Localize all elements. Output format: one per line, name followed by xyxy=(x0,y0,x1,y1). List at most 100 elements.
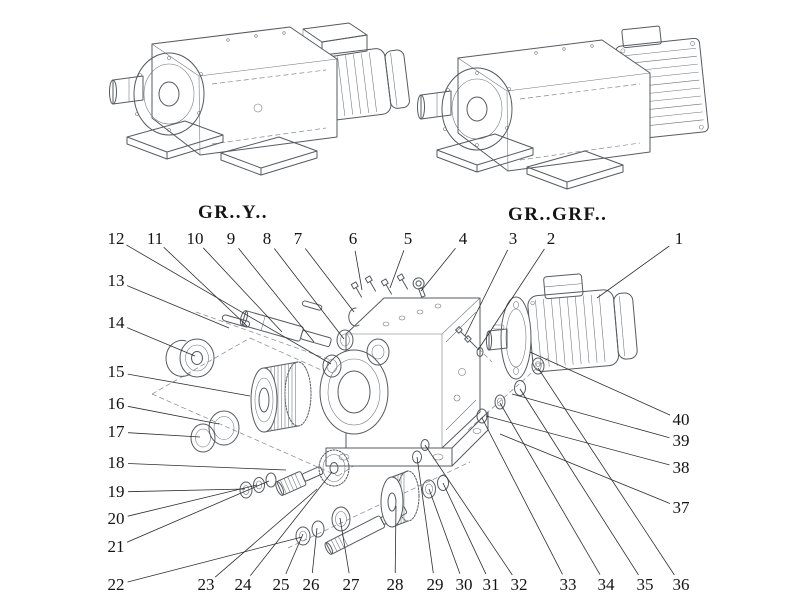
terminal-box xyxy=(543,273,584,300)
part-number-3: 3 xyxy=(508,229,518,248)
input-shaft xyxy=(239,310,332,347)
washer xyxy=(265,472,277,488)
spacer-ring xyxy=(531,357,545,375)
leader-line-35 xyxy=(519,388,639,576)
part-number-14: 14 xyxy=(107,313,125,332)
part-number-23: 23 xyxy=(197,575,215,594)
leader-line-38 xyxy=(485,415,670,466)
leader-line-10 xyxy=(202,247,283,333)
bearing-lower xyxy=(208,410,240,446)
part-number-6: 6 xyxy=(348,229,358,248)
leader-line-7 xyxy=(304,248,355,313)
output-bore xyxy=(319,349,389,435)
leader-line-22 xyxy=(127,536,303,583)
leader-line-16 xyxy=(127,405,220,425)
washer xyxy=(437,475,449,491)
bearing-output xyxy=(331,506,351,532)
part-number-37: 37 xyxy=(672,498,690,517)
part-number-36: 36 xyxy=(672,575,690,594)
leader-line-5 xyxy=(389,250,405,289)
leader-line-3 xyxy=(464,249,509,337)
gearmotor-gr-grf-drawing xyxy=(417,25,709,190)
leader-line-39 xyxy=(511,393,670,439)
leader-line-29 xyxy=(416,456,434,574)
leader-line-23 xyxy=(214,488,318,578)
part-number-1: 1 xyxy=(674,229,684,248)
part-number-8: 8 xyxy=(262,229,272,248)
leader-line-28 xyxy=(394,505,397,574)
leader-line-30 xyxy=(428,488,461,574)
part-number-18: 18 xyxy=(107,453,125,472)
leader-line-11 xyxy=(163,246,248,327)
leader-line-40 xyxy=(529,351,671,416)
washer xyxy=(239,481,253,499)
part-number-29: 29 xyxy=(426,575,444,594)
oil-seal xyxy=(322,354,342,378)
housing-bolts xyxy=(350,273,426,298)
leader-line-1 xyxy=(596,245,670,299)
leader-line-27 xyxy=(339,517,350,574)
retaining-ring xyxy=(420,439,430,451)
part-number-35: 35 xyxy=(636,575,654,594)
part-number-13: 13 xyxy=(107,271,125,290)
input-bearing xyxy=(336,329,354,351)
part-number-34: 34 xyxy=(597,575,615,594)
washer xyxy=(253,477,265,493)
spacer-ring xyxy=(514,380,526,396)
leader-line-34 xyxy=(499,402,601,575)
leader-line-31 xyxy=(442,482,487,575)
washer xyxy=(295,526,311,546)
retaining-ring xyxy=(412,450,422,464)
part-number-19: 19 xyxy=(107,482,125,501)
leader-line-8 xyxy=(273,248,345,340)
part-number-22: 22 xyxy=(107,575,125,594)
part-number-11: 11 xyxy=(146,229,164,248)
part-number-17: 17 xyxy=(107,422,125,441)
leader-line-20 xyxy=(127,484,258,517)
variant-label-gr-y: GR..Y.. xyxy=(198,202,268,223)
part-number-25: 25 xyxy=(272,575,290,594)
leader-line-18 xyxy=(127,463,287,471)
part-number-7: 7 xyxy=(293,229,303,248)
part-number-39: 39 xyxy=(672,431,690,450)
leader-line-6 xyxy=(354,250,363,291)
leader-line-9 xyxy=(238,248,315,343)
output-shaft-stub xyxy=(420,90,452,120)
part-number-30: 30 xyxy=(455,575,473,594)
gear-housing xyxy=(151,26,338,156)
part-number-27: 27 xyxy=(342,575,360,594)
output-shaft-stub xyxy=(112,75,144,105)
spacer-ring xyxy=(494,394,506,410)
washer xyxy=(422,479,436,499)
leader-line-15 xyxy=(127,373,251,397)
gearmotor-gr-y-drawing xyxy=(109,22,410,176)
gear-output xyxy=(380,470,420,528)
bearing-lower-2 xyxy=(190,423,216,453)
pinion-shaft xyxy=(275,466,324,496)
leader-line-14 xyxy=(126,327,196,357)
circlip xyxy=(348,307,360,327)
part-number-16: 16 xyxy=(107,394,125,413)
output-flange xyxy=(133,52,205,136)
part-number-24: 24 xyxy=(234,575,252,594)
shaft-key-short xyxy=(301,300,323,311)
leader-line-36 xyxy=(537,367,675,576)
leader-line-37 xyxy=(499,433,671,504)
leader-line-12 xyxy=(126,244,332,365)
part-number-32: 32 xyxy=(510,575,528,594)
leader-line-24 xyxy=(250,471,333,576)
part-number-5: 5 xyxy=(403,229,413,248)
washer xyxy=(311,520,325,538)
part-number-15: 15 xyxy=(107,362,125,381)
shaft-key-long xyxy=(221,314,251,328)
leader-line-17 xyxy=(127,432,201,438)
part-number-28: 28 xyxy=(386,575,404,594)
leader-line-21 xyxy=(126,480,270,543)
snap-ring xyxy=(165,339,191,377)
part-number-12: 12 xyxy=(107,229,125,248)
leader-line-25 xyxy=(285,533,304,575)
part-number-10: 10 xyxy=(186,229,204,248)
